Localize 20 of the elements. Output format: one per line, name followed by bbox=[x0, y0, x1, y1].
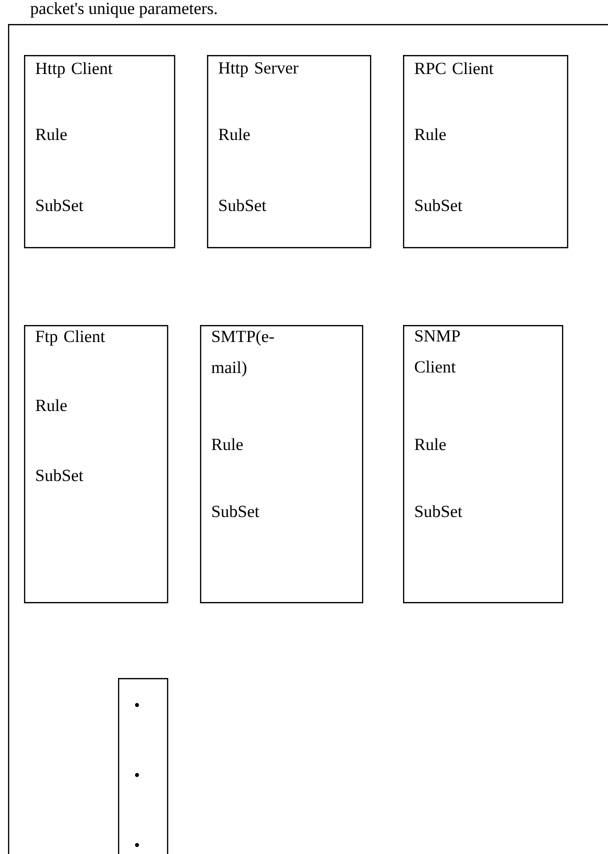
caption-text: packet's unique parameters. bbox=[30, 2, 217, 18]
box-text: SubSet bbox=[219, 199, 266, 212]
box-text: Rule bbox=[36, 128, 67, 140]
frame-box bbox=[8, 24, 608, 854]
box-text: SubSet bbox=[36, 469, 84, 482]
box-text: Rule bbox=[414, 128, 446, 140]
box-heading: SNMP Client bbox=[414, 330, 460, 373]
box-heading: Http Server bbox=[218, 62, 298, 78]
box-heading: SMTP(e-mail) bbox=[212, 330, 274, 377]
box-heading: RPC Client bbox=[414, 62, 494, 74]
box-text: SubSet bbox=[36, 199, 84, 212]
box-text: SubSet bbox=[415, 505, 462, 518]
box-text: SubSet bbox=[212, 505, 260, 518]
box-text: Rule bbox=[36, 399, 67, 412]
box-heading: Ftp Client bbox=[36, 330, 105, 346]
box-text: Rule bbox=[414, 438, 446, 450]
box-text: Rule bbox=[212, 438, 243, 450]
box-heading: Http Client bbox=[36, 62, 113, 78]
box-text: Rule bbox=[218, 128, 250, 140]
box-text: SubSet bbox=[415, 199, 462, 212]
